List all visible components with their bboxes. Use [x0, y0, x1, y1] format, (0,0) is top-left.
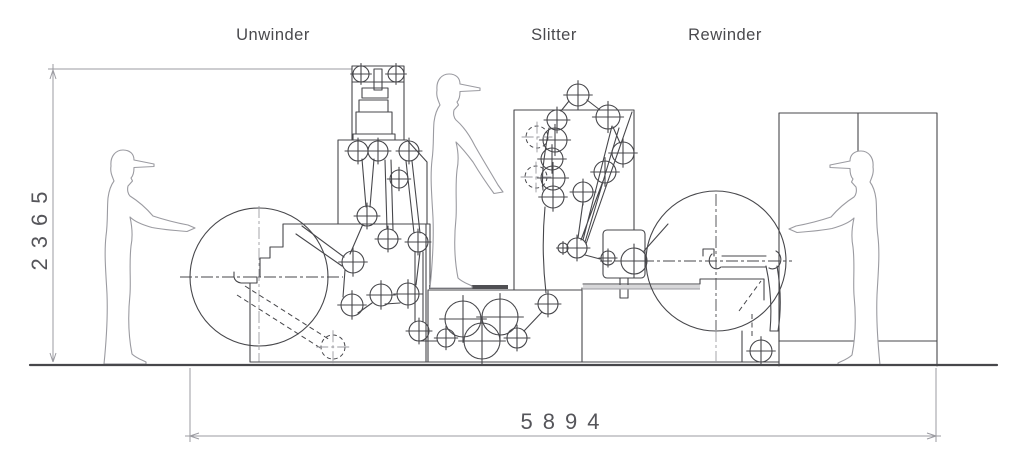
dimension-length: 5894 — [185, 368, 941, 442]
rewinder-label: Rewinder — [688, 26, 762, 44]
slitter-label: Slitter — [531, 26, 577, 44]
length-dimension-value: 5894 — [521, 409, 610, 434]
operator-center — [429, 73, 504, 289]
dimension-height: 2365 — [27, 64, 352, 363]
rewinder-assembly — [582, 190, 792, 366]
unwinder-label: Unwinder — [236, 26, 310, 44]
layon-roller-housing — [602, 229, 646, 279]
unwinder-assembly — [180, 63, 779, 365]
unwinder-lift-tower — [350, 63, 407, 141]
operator-left — [103, 149, 196, 365]
slitter-assembly — [513, 80, 669, 299]
operator-right — [788, 150, 881, 366]
section-labels: Unwinder Slitter Rewinder — [236, 26, 762, 44]
height-dimension-value: 2365 — [27, 182, 52, 271]
